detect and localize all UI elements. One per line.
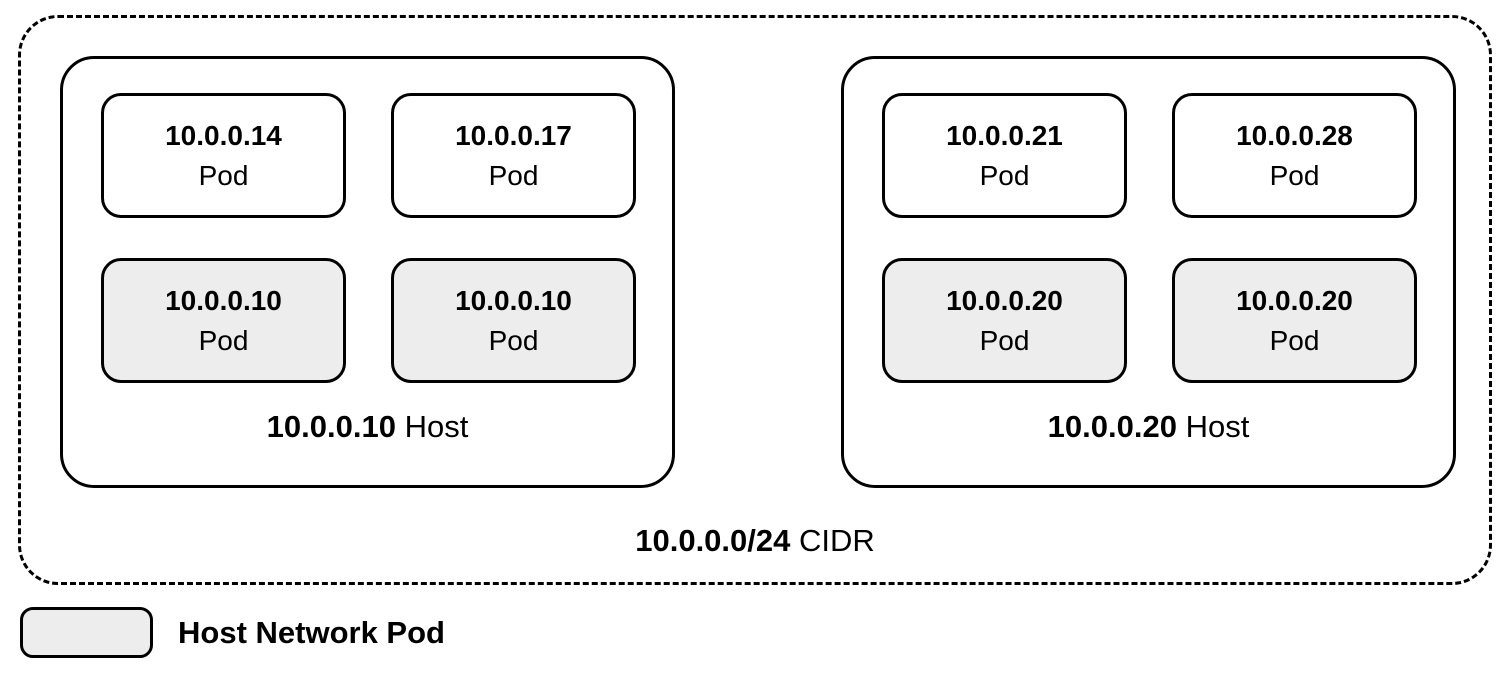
pod-ip: 10.0.0.17: [455, 119, 572, 151]
host-2-pod-grid: 10.0.0.21 Pod 10.0.0.28 Pod 10.0.0.20 Po…: [882, 93, 1417, 383]
pod-type-label: Pod: [198, 159, 249, 191]
host-box-2: 10.0.0.21 Pod 10.0.0.28 Pod 10.0.0.20 Po…: [841, 56, 1456, 488]
pod-node: 10.0.0.21 Pod: [882, 93, 1127, 218]
host-ip: 10.0.0.10: [266, 409, 396, 444]
pod-ip: 10.0.0.21: [946, 119, 1063, 151]
legend-label: Host Network Pod: [178, 614, 445, 650]
pod-ip: 10.0.0.10: [455, 284, 572, 316]
host-label: 10.0.0.10 Host: [101, 383, 634, 485]
host-1-pod-grid: 10.0.0.14 Pod 10.0.0.17 Pod 10.0.0.10 Po…: [101, 93, 636, 383]
host-label: 10.0.0.20 Host: [882, 383, 1415, 485]
pod-type-label: Pod: [1269, 324, 1320, 356]
host-network-pod-node: 10.0.0.20 Pod: [1172, 258, 1417, 383]
pod-ip: 10.0.0.20: [946, 284, 1063, 316]
host-box-1: 10.0.0.14 Pod 10.0.0.17 Pod 10.0.0.10 Po…: [60, 56, 675, 488]
host-ip: 10.0.0.20: [1047, 409, 1177, 444]
host-word: Host: [395, 409, 469, 444]
pod-type-label: Pod: [488, 159, 539, 191]
pod-ip: 10.0.0.14: [165, 119, 282, 151]
host-network-pod-node: 10.0.0.10 Pod: [101, 258, 346, 383]
hosts-row: 10.0.0.14 Pod 10.0.0.17 Pod 10.0.0.10 Po…: [60, 56, 1456, 488]
host-word: Host: [1176, 409, 1250, 444]
host-network-pod-swatch: [20, 607, 153, 658]
cidr-label: 10.0.0.0/24 CIDR: [21, 523, 1489, 559]
host-network-pod-node: 10.0.0.20 Pod: [882, 258, 1127, 383]
pod-type-label: Pod: [979, 159, 1030, 191]
cidr-ip: 10.0.0.0/24: [635, 523, 791, 558]
pod-ip: 10.0.0.10: [165, 284, 282, 316]
pod-ip: 10.0.0.20: [1236, 284, 1353, 316]
cidr-word: CIDR: [790, 523, 875, 558]
pod-node: 10.0.0.17 Pod: [391, 93, 636, 218]
host-network-pod-node: 10.0.0.10 Pod: [391, 258, 636, 383]
cidr-boundary: 10.0.0.14 Pod 10.0.0.17 Pod 10.0.0.10 Po…: [18, 15, 1492, 585]
pod-type-label: Pod: [1269, 159, 1320, 191]
pod-type-label: Pod: [488, 324, 539, 356]
pod-type-label: Pod: [979, 324, 1030, 356]
pod-node: 10.0.0.28 Pod: [1172, 93, 1417, 218]
pod-type-label: Pod: [198, 324, 249, 356]
pod-ip: 10.0.0.28: [1236, 119, 1353, 151]
pod-node: 10.0.0.14 Pod: [101, 93, 346, 218]
legend: Host Network Pod: [20, 607, 445, 658]
